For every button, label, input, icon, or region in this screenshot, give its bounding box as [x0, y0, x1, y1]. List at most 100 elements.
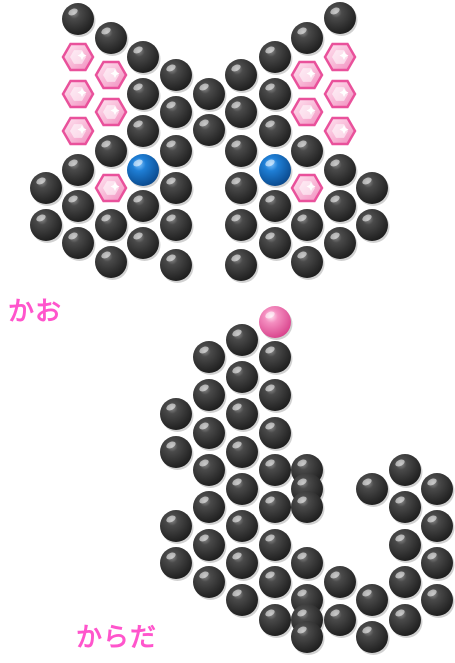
- black-bead: [193, 78, 227, 112]
- black-bead: [127, 78, 161, 112]
- black-bead: [127, 190, 161, 224]
- black-bead: [259, 190, 293, 224]
- black-bead: [356, 209, 390, 243]
- black-bead: [291, 246, 325, 280]
- gem-bead: [325, 81, 355, 107]
- black-bead: [127, 227, 161, 261]
- black-bead: [160, 249, 194, 283]
- black-bead: [225, 209, 259, 243]
- face-pattern: [30, 2, 390, 283]
- black-bead: [259, 566, 293, 600]
- black-bead: [127, 41, 161, 75]
- black-bead: [226, 436, 260, 470]
- black-bead: [30, 209, 64, 243]
- black-bead: [291, 209, 325, 243]
- black-bead: [160, 135, 194, 169]
- black-bead: [160, 209, 194, 243]
- black-bead: [259, 529, 293, 563]
- black-bead: [324, 2, 358, 36]
- gem-bead: [63, 81, 93, 107]
- black-bead: [226, 547, 260, 581]
- black-bead: [259, 379, 293, 413]
- black-bead: [324, 154, 358, 188]
- black-bead: [226, 473, 260, 507]
- black-bead: [193, 566, 227, 600]
- gem-bead: [325, 118, 355, 144]
- black-bead: [225, 172, 259, 206]
- black-bead: [291, 22, 325, 56]
- black-bead: [226, 510, 260, 544]
- black-bead: [226, 324, 260, 358]
- black-bead: [95, 22, 129, 56]
- black-bead: [291, 547, 325, 581]
- black-bead: [259, 341, 293, 375]
- gem-bead: [96, 99, 126, 125]
- black-bead: [356, 621, 390, 655]
- black-bead: [160, 510, 194, 544]
- gem-bead: [63, 44, 93, 70]
- black-bead: [62, 3, 96, 37]
- black-bead: [127, 115, 161, 149]
- gem-bead: [96, 175, 126, 201]
- black-bead: [30, 172, 64, 206]
- black-bead: [389, 529, 423, 563]
- black-bead: [62, 190, 96, 224]
- gem-bead: [292, 175, 322, 201]
- black-bead: [160, 436, 194, 470]
- black-bead: [226, 398, 260, 432]
- gem-bead: [292, 62, 322, 88]
- gem-bead: [96, 62, 126, 88]
- eye-bead: [127, 154, 161, 188]
- gem-bead: [325, 44, 355, 70]
- black-bead: [95, 209, 129, 243]
- black-bead: [225, 135, 259, 169]
- black-bead: [324, 190, 358, 224]
- black-bead: [193, 529, 227, 563]
- black-bead: [421, 584, 455, 618]
- black-bead: [259, 115, 293, 149]
- black-bead: [193, 454, 227, 488]
- black-bead: [225, 59, 259, 93]
- black-bead: [389, 604, 423, 638]
- black-bead: [356, 473, 390, 507]
- black-bead: [421, 473, 455, 507]
- black-bead: [356, 584, 390, 618]
- eye-bead: [259, 154, 293, 188]
- black-bead: [324, 227, 358, 261]
- black-bead: [356, 172, 390, 206]
- black-bead: [226, 361, 260, 395]
- black-bead: [160, 398, 194, 432]
- black-bead: [291, 135, 325, 169]
- pink-bead: [259, 306, 293, 340]
- black-bead: [259, 78, 293, 112]
- black-bead: [193, 417, 227, 451]
- black-bead: [324, 566, 358, 600]
- black-bead: [259, 604, 293, 638]
- black-bead: [62, 154, 96, 188]
- black-bead: [95, 135, 129, 169]
- black-bead: [225, 96, 259, 130]
- black-bead: [324, 604, 358, 638]
- black-bead: [160, 172, 194, 206]
- black-bead: [160, 59, 194, 93]
- black-bead: [226, 584, 260, 618]
- black-bead: [389, 491, 423, 525]
- black-bead: [389, 454, 423, 488]
- black-bead: [421, 547, 455, 581]
- black-bead: [193, 341, 227, 375]
- black-bead: [193, 114, 227, 148]
- face-label: かお: [8, 291, 62, 328]
- black-bead: [389, 566, 423, 600]
- gem-bead: [63, 118, 93, 144]
- body-label: からだ: [76, 617, 157, 654]
- black-bead: [259, 454, 293, 488]
- black-bead: [62, 227, 96, 261]
- black-bead: [95, 246, 129, 280]
- black-bead: [259, 227, 293, 261]
- black-bead: [160, 547, 194, 581]
- black-bead: [259, 41, 293, 75]
- black-bead: [193, 491, 227, 525]
- black-bead: [259, 417, 293, 451]
- gem-bead: [292, 99, 322, 125]
